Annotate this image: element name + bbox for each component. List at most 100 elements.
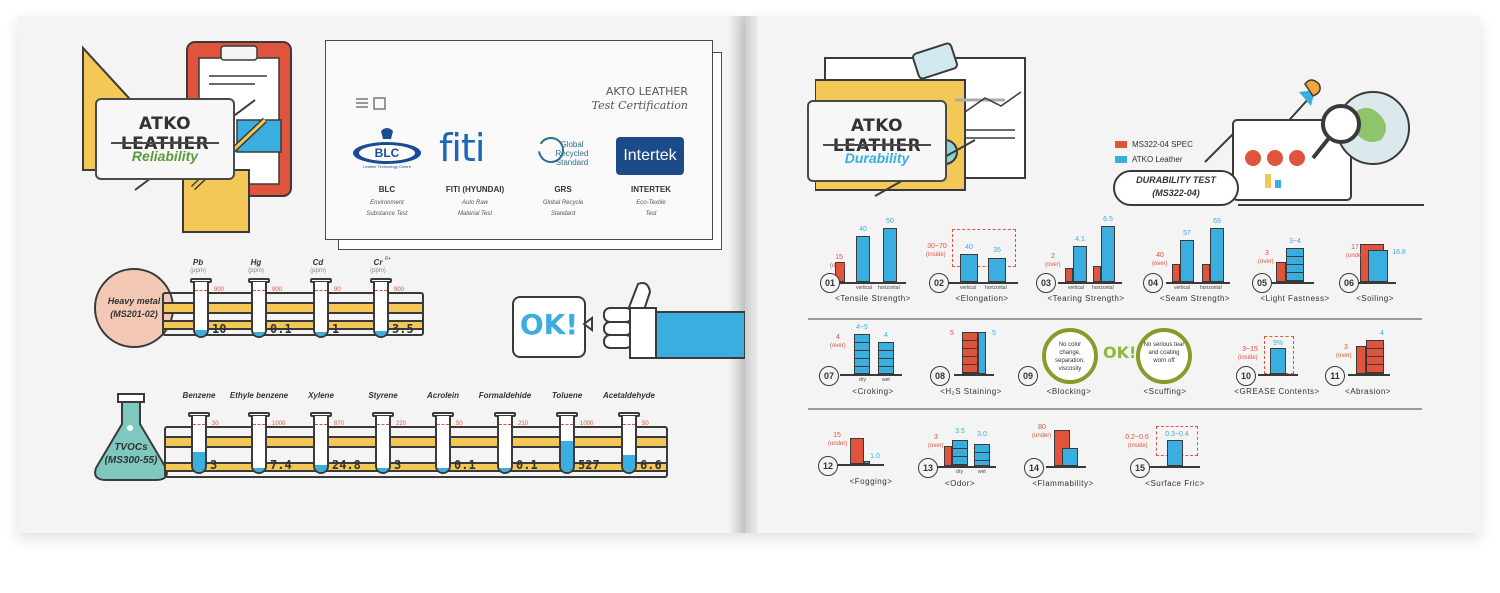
hm-value-0: 10 (212, 322, 227, 336)
grs-logo: Global Recycled Standard (534, 133, 604, 173)
hm-name-3: Cr (373, 258, 383, 267)
bar-03-spec-2 (1093, 266, 1101, 282)
cert-name-grs: GRS (554, 185, 572, 194)
hm-limit-0: 900 (214, 287, 225, 293)
baseline-06 (1354, 282, 1396, 284)
axis-07-dry: dry (859, 377, 866, 383)
test-number-12: 12 (818, 456, 838, 476)
tvoc-name-2: Xylene (308, 391, 334, 400)
test-number-09: 09 (1018, 366, 1038, 386)
cert-name-intertek: INTERTEK (631, 185, 671, 194)
bar-05-spec (1276, 262, 1286, 282)
baseline-10 (1258, 374, 1298, 376)
tvoc-value-5: 0.1 (516, 458, 538, 472)
limit-line (193, 424, 205, 425)
tvoc-limit-4: 50 (456, 421, 463, 427)
baseline-02 (948, 282, 1018, 284)
bar-04-vertical (1180, 240, 1194, 282)
limit-line (195, 290, 207, 291)
test-number-07: 07 (819, 366, 839, 386)
value-02-vertical: 40 (965, 244, 973, 251)
test-name-04: <Seam Strength> (1159, 294, 1231, 303)
axis-02-vertical: vertical (960, 285, 976, 291)
heavy-metal-label: Heavy metal (107, 296, 161, 306)
hm-unit-3: (ppm) (370, 268, 386, 274)
value-11-spec: 3 (1344, 344, 1348, 351)
test-number-10: 10 (1236, 366, 1256, 386)
test-number-15: 15 (1130, 458, 1150, 478)
tvoc-name-4: Acrolein (426, 391, 459, 400)
scuffing-result: No serious tear and coating worn off (1143, 342, 1185, 364)
bar-13-wet (974, 444, 990, 466)
scuffing-circle (1136, 328, 1192, 384)
hm-value-3: 3.5 (392, 322, 414, 336)
hm-tube-2 (313, 282, 329, 338)
value-04-spec: 40 (1156, 252, 1164, 259)
value-03-vertical: 4.1 (1075, 236, 1085, 243)
bar-11-spec (1356, 346, 1366, 374)
value-03-spec: 2 (1051, 253, 1055, 260)
bar-07-dry (854, 334, 870, 374)
bar-13-dry (952, 440, 968, 466)
test-name-08: <H₂S Staining> (940, 387, 1002, 396)
baseline-13 (938, 466, 996, 468)
note-13-spec: (over) (928, 443, 944, 449)
hm-value-2: 1 (332, 322, 340, 336)
tvoc-name-7: Acetaldehyde (602, 391, 656, 400)
bar-05-atko (1286, 248, 1304, 282)
value-04-horizontal: 69 (1213, 218, 1221, 225)
tvocs-label: TVOCs (114, 442, 148, 453)
value-02-horizontal: 35 (993, 247, 1001, 254)
hm-limit-2: 90 (334, 287, 341, 293)
level-fill (193, 452, 205, 472)
note-12-spec: (under) (828, 441, 848, 447)
hm-limit-1: 900 (272, 287, 283, 293)
bar-12-atko (864, 461, 870, 464)
hm-tube-1 (251, 282, 267, 338)
bar-04-spec-2 (1202, 264, 1210, 282)
tvoc-value-1: 7.4 (270, 458, 292, 472)
tvoc-name-5: Formaldehide (478, 391, 532, 400)
hm-unit-1: (ppm) (248, 268, 264, 274)
cert-desc-intertek-2: Test (645, 211, 657, 217)
row-divider-2 (808, 408, 1422, 410)
tvoc-tube-0 (191, 416, 207, 474)
durability-title-box: ATKO LEATHER Durability (807, 100, 947, 182)
cert-desc-blc-1: Environment (370, 200, 404, 206)
test-number-03: 03 (1036, 273, 1056, 293)
level-fill (375, 330, 387, 336)
hm-sup-3: 6+ (385, 256, 391, 262)
cert-desc-grs-1: Global Recycle (542, 200, 584, 206)
value-03-horizontal: 6.5 (1103, 216, 1113, 223)
blc-logo-text: BLC (374, 146, 400, 160)
hm-name-0: Pb (192, 258, 204, 267)
limit-line (253, 424, 265, 425)
tvoc-tube-3 (375, 416, 391, 474)
value-15-atko: 0.3~0.4 (1165, 431, 1189, 438)
limit-line (437, 424, 449, 425)
bar-07-wet (878, 342, 894, 374)
bar-04-spec (1172, 264, 1180, 282)
level-fill (437, 468, 449, 472)
tvoc-value-0: 3 (210, 458, 218, 472)
level-fill (623, 455, 635, 472)
note-01-spec: (over) (830, 263, 846, 269)
test-number-02: 02 (929, 273, 949, 293)
limit-line (561, 424, 573, 425)
limit-line (253, 290, 265, 291)
tvoc-tube-1 (251, 416, 267, 474)
value-14-spec: 80 (1038, 424, 1046, 431)
axis-04-vertical: vertical (1174, 285, 1190, 291)
cert-desc-intertek-1: Eco-Textile (636, 200, 666, 206)
test-name-12: <Fogging> (849, 477, 893, 486)
bar-03-horizontal (1101, 226, 1115, 282)
value-01-vertical: 40 (859, 226, 867, 233)
fiti-logo: fiti (439, 126, 485, 170)
intertek-logo: Intertek (616, 137, 684, 175)
bar-01-spec (835, 262, 845, 282)
note-10-spec: (inside) (1238, 355, 1258, 361)
value-07-wet: 4 (884, 332, 888, 339)
blc-logo: BLC Leather Technology Centre (352, 127, 422, 171)
cert-desc-fiti-1: Auto Raw (461, 200, 488, 206)
level-fill (253, 467, 265, 472)
